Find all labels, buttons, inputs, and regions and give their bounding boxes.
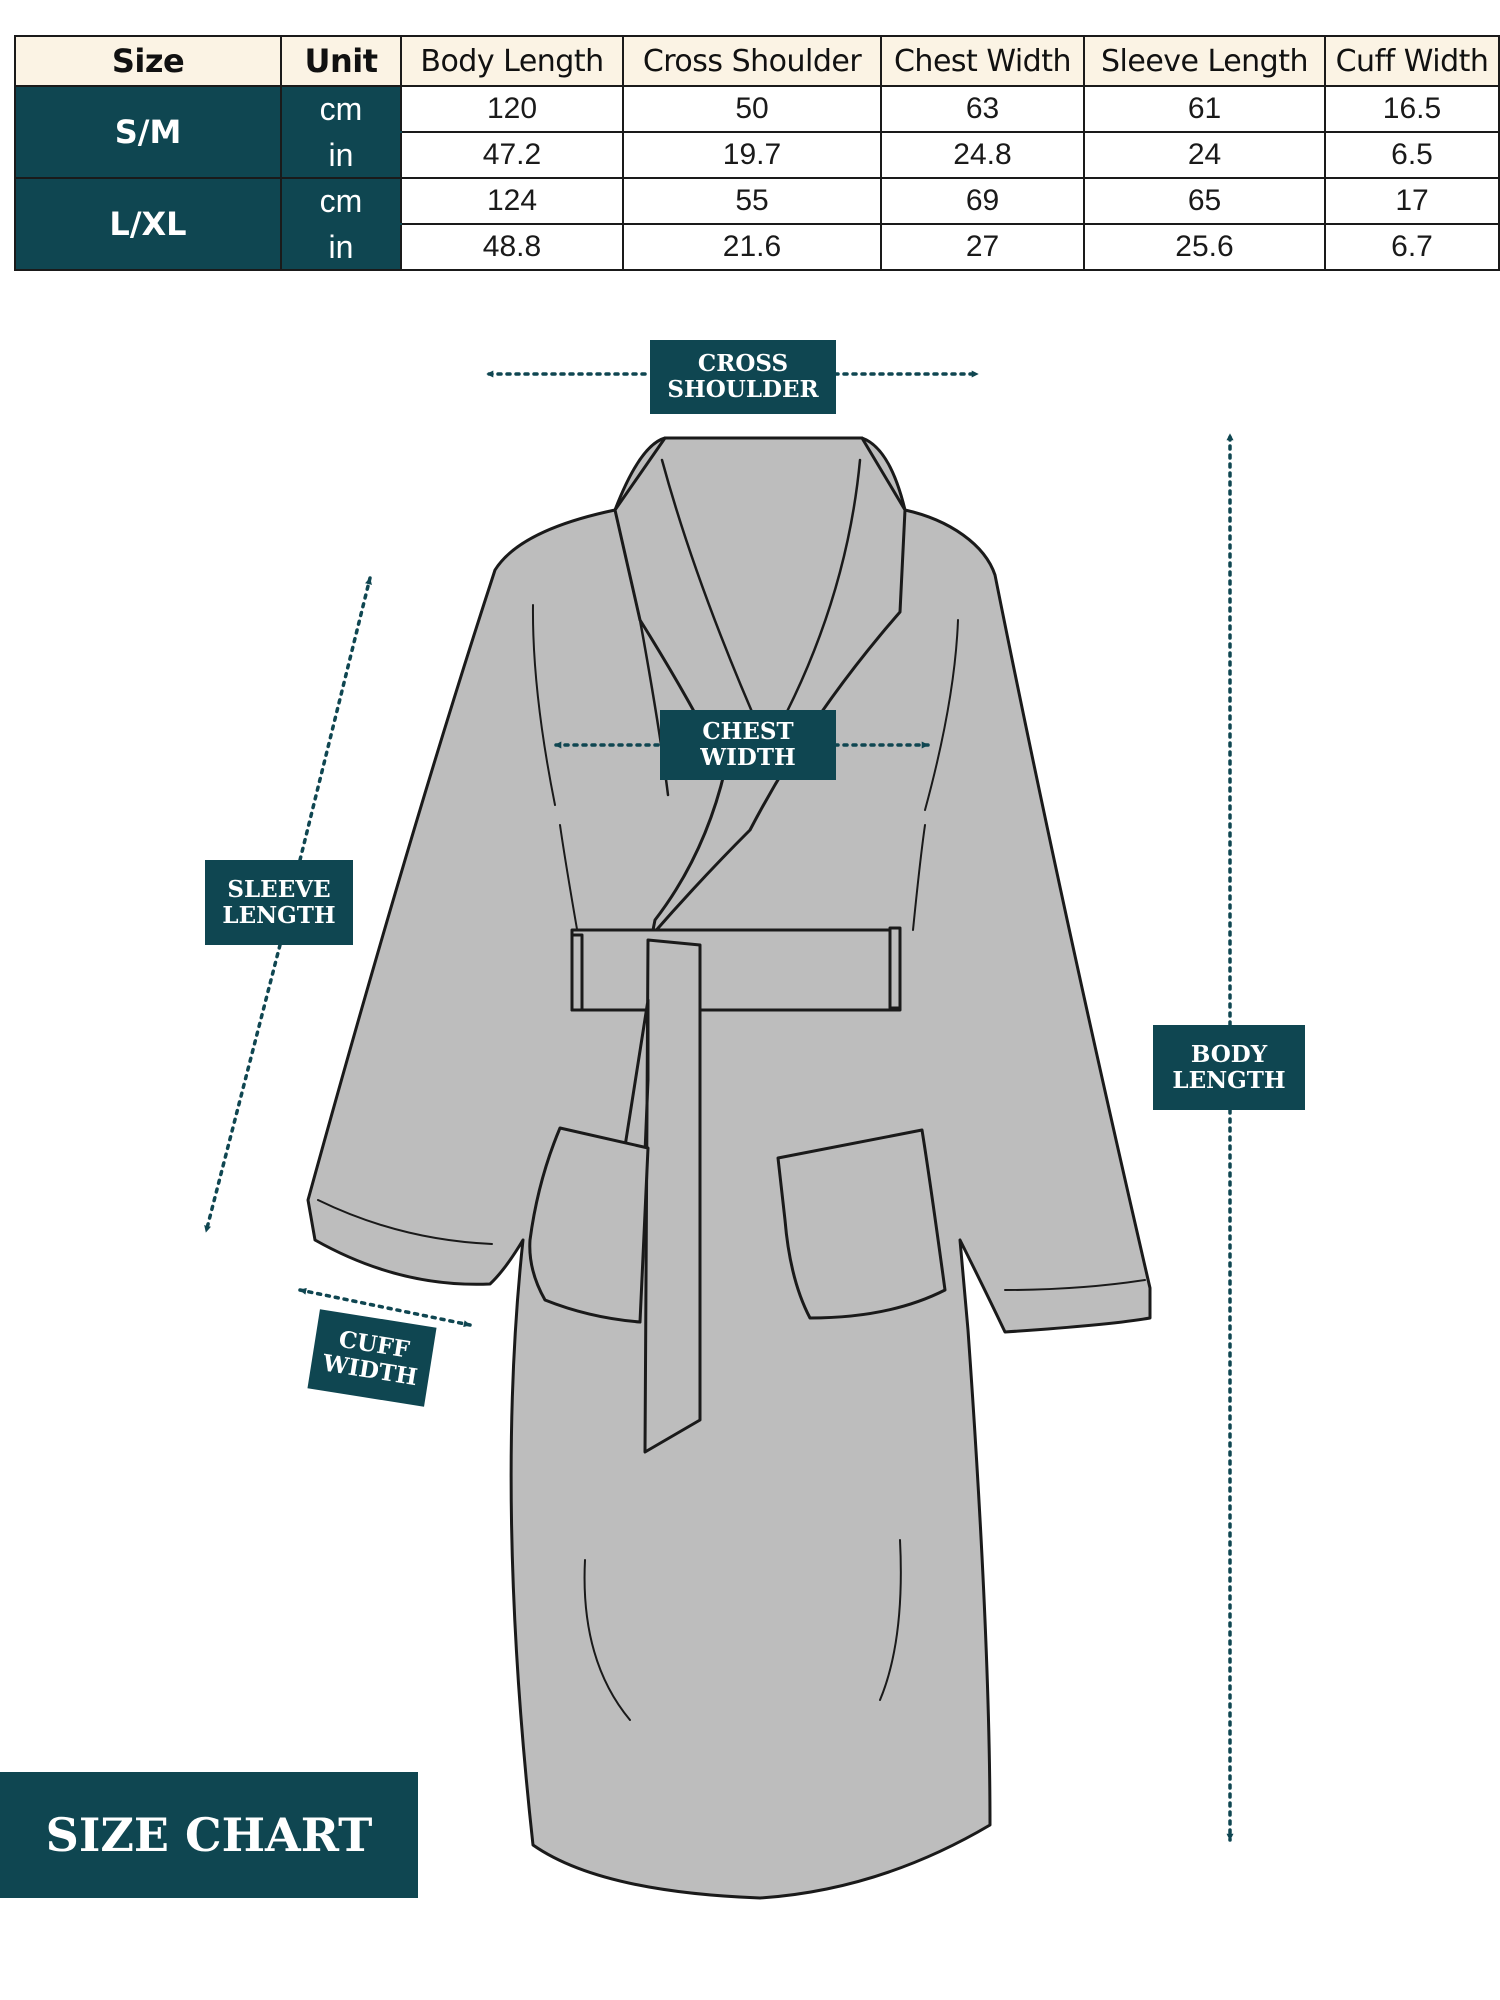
header-cross-shoulder: Cross Shoulder [622, 35, 882, 87]
cross-shoulder-cell: 55 [622, 177, 882, 225]
body-length-label-line2: LENGTH [1172, 1066, 1286, 1094]
robe-illustration [306, 436, 1152, 1900]
table-row: in 47.2 19.7 24.8 24 6.5 [15, 131, 1500, 179]
header-unit: Unit [280, 35, 402, 87]
chest-width-cell: 24.8 [880, 131, 1085, 179]
sleeve-length-arrow-top [298, 576, 372, 862]
cuff-width-cell: 6.7 [1324, 223, 1500, 271]
cuff-width-cell: 6.5 [1324, 131, 1500, 179]
sleeve-length-cell: 24 [1083, 131, 1326, 179]
cross-shoulder-cell: 21.6 [622, 223, 882, 271]
chest-width-label-line2: WIDTH [700, 744, 796, 771]
right-pocket [776, 1128, 947, 1320]
cross-shoulder-label: CROSS SHOULDER [650, 340, 836, 414]
unit-cell: in [280, 223, 402, 271]
cuff-width-arrow [298, 1287, 472, 1328]
size-table: Size Unit Body Length Cross Shoulder Che… [14, 35, 1500, 271]
chest-width-label-line1: CHEST [702, 718, 794, 745]
sleeve-length-cell: 65 [1083, 177, 1326, 225]
size-chart-title: SIZE CHART [0, 1772, 418, 1898]
header-size: Size [14, 35, 282, 87]
body-length-cell: 48.8 [400, 223, 624, 271]
header-body-length: Body Length [400, 35, 624, 87]
sleeve-length-label-line2: LENGTH [222, 901, 336, 929]
size-cell: S/M [14, 85, 282, 179]
table-row: L/XL cm 124 55 69 65 17 [14, 177, 1500, 271]
cuff-width-cell: 16.5 [1324, 85, 1500, 133]
sleeve-length-cell: 25.6 [1083, 223, 1326, 271]
table-row: in 48.8 21.6 27 25.6 6.7 [15, 223, 1500, 271]
header-sleeve-length: Sleeve Length [1083, 35, 1326, 87]
chest-width-cell: 27 [880, 223, 1085, 271]
chest-width-cell: 63 [880, 85, 1085, 133]
cross-shoulder-cell: 50 [622, 85, 882, 133]
cross-shoulder-label-line2: SHOULDER [667, 376, 819, 403]
body-length-cell: 120 [400, 85, 624, 133]
left-pocket [528, 1126, 650, 1324]
sleeve-length-label-line1: SLEEVE [227, 875, 331, 903]
table-header-row: Size Unit Body Length Cross Shoulder Che… [14, 35, 1500, 87]
header-cuff-width: Cuff Width [1324, 35, 1500, 87]
cross-shoulder-label-line1: CROSS [697, 350, 789, 377]
body-length-label: BODY LENGTH [1153, 1025, 1305, 1110]
sleeve-length-label: SLEEVE LENGTH [205, 860, 353, 945]
robe-fold-lines [317, 604, 1146, 1721]
chest-width-label: CHEST WIDTH [660, 710, 836, 780]
unit-cell: cm [280, 177, 402, 225]
sleeve-length-arrow-bottom [204, 943, 282, 1234]
cross-shoulder-cell: 19.7 [622, 131, 882, 179]
robe-belt-loops [570, 926, 902, 1012]
chest-width-cell: 69 [880, 177, 1085, 225]
robe-belt [570, 928, 902, 1012]
unit-cell: cm [280, 85, 402, 133]
table-row: S/M cm 120 50 63 61 16.5 [14, 85, 1500, 179]
header-chest-width: Chest Width [880, 35, 1085, 87]
sleeve-length-cell: 61 [1083, 85, 1326, 133]
robe-body [306, 436, 1152, 1900]
body-length-cell: 124 [400, 177, 624, 225]
measure-arrows [204, 370, 1234, 1842]
size-cell: L/XL [14, 177, 282, 271]
unit-cell: in [280, 131, 402, 179]
body-length-label-line1: BODY [1190, 1040, 1268, 1068]
body-length-cell: 47.2 [400, 131, 624, 179]
cuff-width-cell: 17 [1324, 177, 1500, 225]
